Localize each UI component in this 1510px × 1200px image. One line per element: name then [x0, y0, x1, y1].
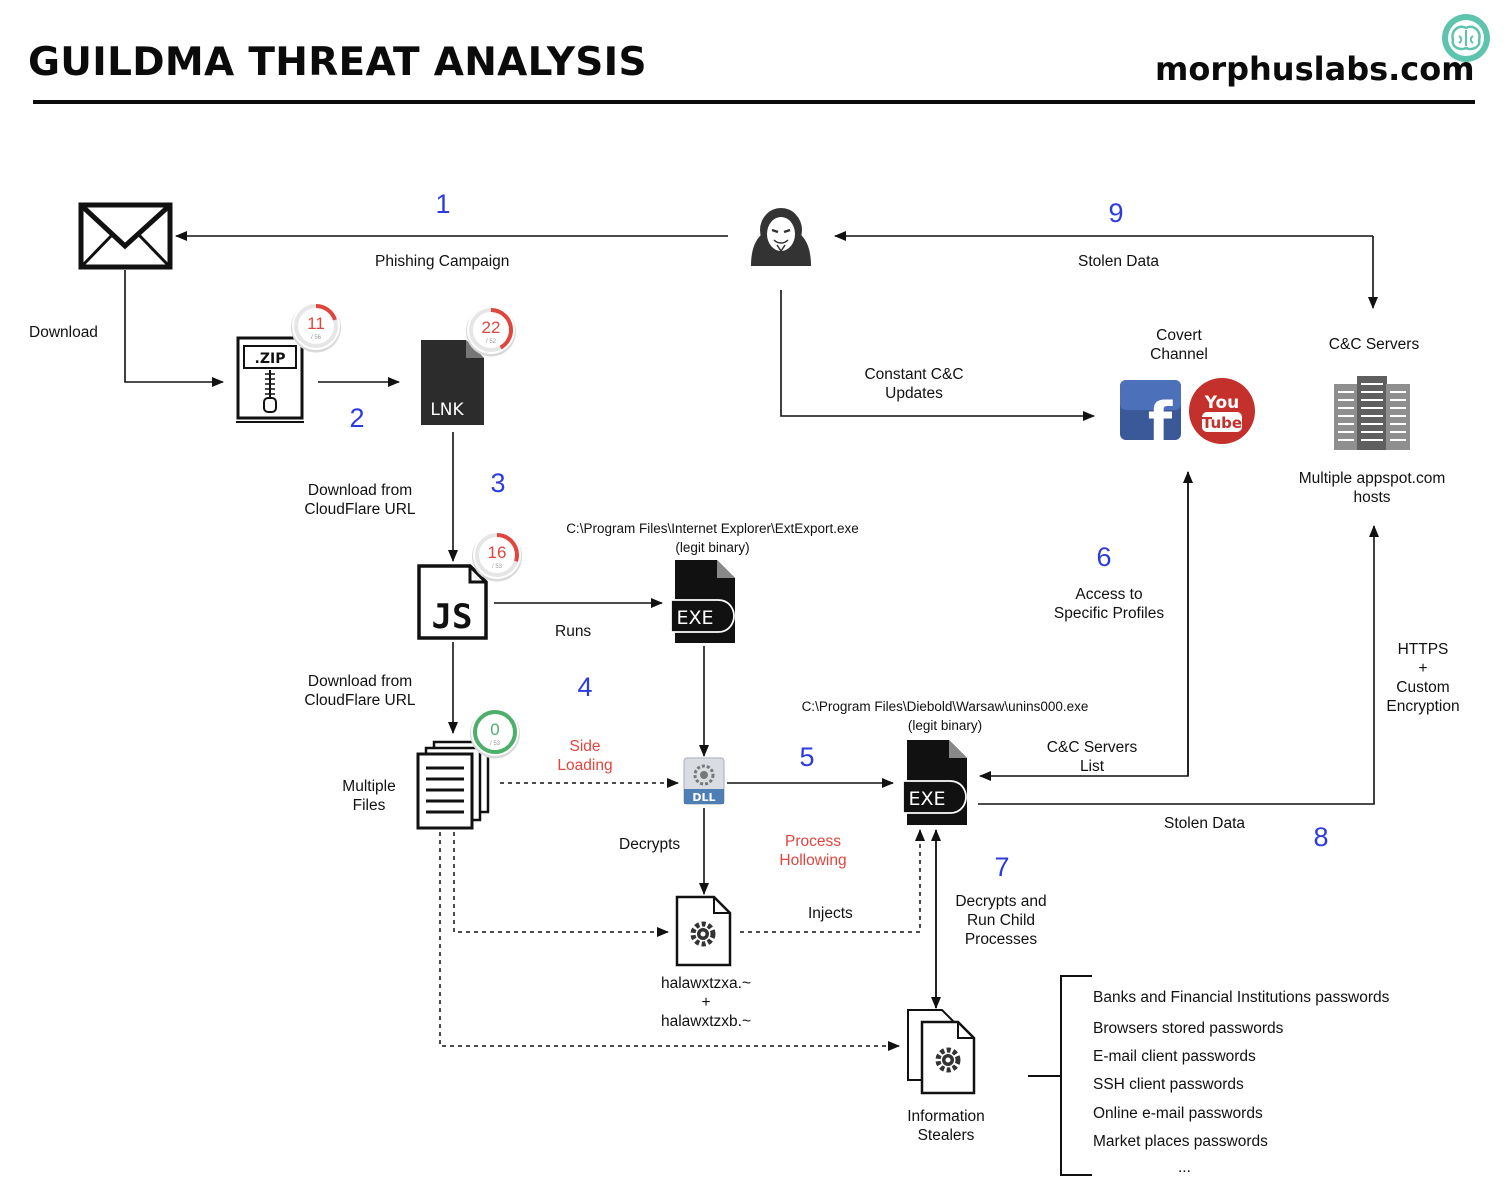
label-stolen-data-top: Stolen Data — [1078, 253, 1159, 270]
js-detection-badge: 16 / 53 — [472, 531, 522, 582]
files-detection-badge-ring — [473, 710, 517, 754]
step-number-4: 4 — [577, 672, 593, 702]
attacker-icon — [751, 208, 811, 266]
label-download-cloudflare-2: Download from CloudFlare URL — [304, 673, 416, 709]
label-download: Download — [29, 324, 98, 341]
stolen-list-item: Browsers stored passwords — [1093, 1020, 1284, 1037]
label-decrypts-run-child: Decrypts and Run Child Processes — [955, 893, 1047, 948]
step-number-7: 7 — [994, 852, 1010, 882]
facebook-glyph: f — [1148, 391, 1173, 456]
stolen-list-item: Market places passwords — [1093, 1133, 1268, 1150]
connectors — [124, 231, 1379, 1009]
youtube-you: You — [1204, 393, 1240, 413]
zip-detection-badge-total: / 56 — [311, 335, 322, 341]
js-detection-badge-ring — [475, 533, 519, 577]
label-stolen-data-bottom: Stolen Data — [1164, 815, 1245, 832]
stolen-list-item: Online e-mail passwords — [1093, 1105, 1263, 1122]
step-number-1: 1 — [435, 189, 451, 219]
email-envelope-icon — [78, 202, 173, 270]
label-download-cloudflare-1: Download from CloudFlare URL — [304, 482, 416, 518]
exe1-label: EXE — [676, 607, 713, 629]
arrow-injects — [740, 829, 925, 933]
lnk-file-icon: LNK — [421, 340, 484, 425]
detection-badges: 11 / 56 22 / 52 16 / 53 0 / 53 — [291, 302, 522, 759]
multiple-files-icon — [416, 740, 490, 830]
label-runs: Runs — [555, 623, 592, 640]
lnk-detection-badge-count: 22 — [482, 318, 501, 337]
information-stealers-icon — [907, 1009, 976, 1095]
step-number-5: 5 — [799, 742, 815, 772]
brain-logo-icon — [1442, 14, 1490, 62]
stolen-list-item: SSH client passwords — [1093, 1076, 1244, 1093]
label-access-profiles: Access to Specific Profiles — [1053, 586, 1165, 622]
step-number-3: 3 — [490, 468, 506, 498]
label-cc-servers: C&C Servers — [1328, 336, 1420, 353]
label-cc-servers-list: C&C Servers List — [1046, 739, 1138, 775]
label-injects: Injects — [808, 905, 853, 922]
lnk-detection-badge: 22 / 52 — [466, 306, 516, 357]
dll-file-icon: DLL — [683, 757, 725, 805]
exe2-label: EXE — [908, 788, 945, 810]
lnk-detection-badge-ring — [469, 308, 513, 352]
stolen-list-item: ... — [1178, 1159, 1191, 1176]
label-process-hollowing: Process Hollowing — [779, 833, 847, 869]
lnk-label: LNK — [430, 400, 464, 420]
label-halaw-files: halawxtzxa.~ + halawxtzxb.~ — [660, 975, 752, 1030]
arrow-stolen-bottom — [978, 525, 1379, 805]
arrow-files-gear — [453, 832, 669, 937]
label-unins-path: C:\Program Files\Diebold\Warsaw\unins000… — [801, 699, 1089, 733]
stolen-list-item: Banks and Financial Institutions passwor… — [1093, 989, 1390, 1006]
stolen-list-bracket — [1028, 975, 1092, 1176]
stolen-list-item: E-mail client passwords — [1093, 1048, 1256, 1065]
dll-label: DLL — [692, 791, 715, 804]
cc-servers-icon — [1334, 376, 1410, 450]
label-decrypts: Decrypts — [619, 836, 681, 853]
label-constant-cc-updates: Constant C&C Updates — [864, 366, 964, 402]
page-title: GUILDMA THREAT ANALYSIS — [28, 40, 647, 85]
label-extexport-path: C:\Program Files\Internet Explorer\ExtEx… — [566, 521, 859, 555]
header-rule — [33, 100, 1475, 104]
js-detection-badge-count: 16 — [488, 543, 507, 562]
label-https-encryption: HTTPS + Custom Encryption — [1386, 641, 1460, 715]
label-side-loading: Side Loading — [557, 738, 613, 774]
label-appspot-hosts: Multiple appspot.com hosts — [1298, 470, 1446, 506]
zip-label: .ZIP — [255, 351, 286, 367]
step-number-9: 9 — [1108, 198, 1124, 228]
extexport-exe-icon: EXE — [670, 560, 735, 643]
facebook-icon: f — [1120, 380, 1181, 456]
files-detection-badge-total: / 53 — [490, 741, 501, 747]
js-detection-badge-total: / 53 — [492, 564, 503, 570]
step-number-2: 2 — [349, 403, 365, 433]
js-file-icon: JS — [417, 564, 488, 640]
encrypted-payload-file-icon — [675, 895, 732, 967]
step-number-8: 8 — [1313, 822, 1329, 852]
label-phishing-campaign: Phishing Campaign — [375, 253, 510, 270]
js-label: JS — [432, 597, 473, 637]
unins-exe-icon: EXE — [902, 740, 967, 825]
label-covert-channel: Covert Channel — [1150, 327, 1208, 363]
zip-detection-badge-count: 11 — [307, 314, 325, 333]
arrow-cc-updates — [780, 290, 1095, 421]
site-name: morphuslabs.com — [1155, 50, 1475, 88]
label-information-stealers: Information Stealers — [907, 1108, 985, 1144]
zip-detection-badge: 11 / 56 — [291, 302, 341, 353]
arrow-download — [124, 270, 224, 387]
step-number-6: 6 — [1096, 542, 1112, 572]
zip-file-icon: .ZIP — [236, 336, 304, 423]
files-detection-badge: 0 / 53 — [470, 708, 520, 759]
files-detection-badge-count: 0 — [490, 720, 499, 739]
zip-detection-badge-ring — [294, 304, 338, 348]
lnk-detection-badge-total: / 52 — [486, 339, 497, 345]
youtube-tube: Tube — [1202, 414, 1242, 432]
arrow-files-stealers — [439, 832, 900, 1051]
label-multiple-files: Multiple Files — [342, 778, 396, 814]
dashed-connectors — [439, 778, 925, 1051]
youtube-icon: You Tube — [1189, 378, 1255, 444]
